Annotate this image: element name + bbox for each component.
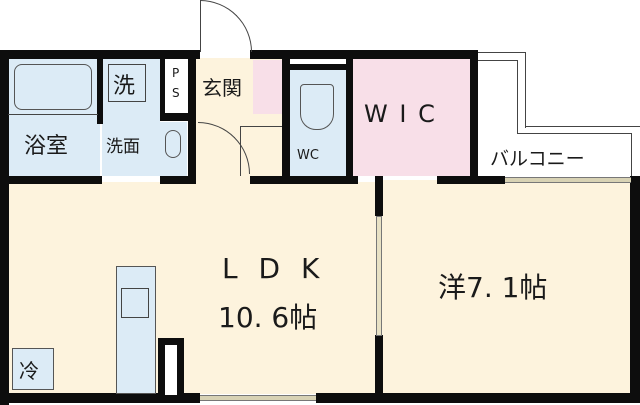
- wall-mid-h2: [160, 176, 196, 184]
- wall-ps-bottom: [160, 113, 194, 121]
- pipe-space-area: [164, 60, 186, 114]
- wall-bottom: [0, 393, 200, 403]
- balcony-label: バルコニー: [490, 148, 585, 170]
- wall-mid-h4: [437, 176, 505, 184]
- balcony-outline-inner-ledge: [518, 133, 632, 178]
- wall-mid-h1: [8, 176, 102, 184]
- wic-area: [352, 58, 470, 176]
- wall-right: [630, 176, 640, 403]
- wall-partition-bottom: [375, 335, 383, 395]
- wall-mid-h3: [250, 176, 358, 184]
- bathtub-icon: [14, 64, 92, 110]
- fridge-label: 冷: [19, 359, 39, 383]
- wall-left: [0, 50, 9, 405]
- ldk-bottom-window: [200, 395, 316, 401]
- wall-entrance-wc: [282, 58, 290, 182]
- wall-top-right: [250, 50, 478, 59]
- pipe-space-s-label: S: [172, 86, 180, 100]
- washroom-area: [102, 58, 160, 176]
- toilet-label: WC: [297, 148, 319, 163]
- pipe-space-p-label: P: [172, 66, 180, 80]
- shoe-closet-area: [253, 60, 283, 114]
- western-room-label: 洋7. 1帖: [438, 271, 548, 304]
- entrance-step: [240, 126, 282, 176]
- washer-box: [108, 64, 146, 102]
- ldk-name-label: L D K: [222, 252, 326, 285]
- wall-partition-top: [375, 176, 383, 216]
- balcony-outline-ledge: [525, 126, 640, 176]
- bathroom-label: 浴室: [24, 134, 69, 159]
- wall-ps-right: [188, 58, 196, 182]
- wall-wic-right: [470, 58, 478, 182]
- washer-label: 洗: [113, 74, 136, 99]
- kitchen-counter: [116, 266, 156, 394]
- bathroom-divider: [8, 114, 98, 115]
- balcony-outline-outer: [476, 52, 526, 128]
- wic-label: W I C: [364, 100, 437, 128]
- washbasin-icon: [165, 130, 181, 158]
- kitchen-stub-inner: [165, 345, 177, 395]
- toilet-icon: [300, 84, 334, 130]
- western-room-area: [380, 180, 632, 394]
- wall-top-left: [0, 50, 200, 59]
- front-door-swing: [200, 0, 252, 52]
- balcony-sliding-window: [505, 177, 631, 183]
- partition-sliding-door: [376, 216, 382, 336]
- ldk-size-label: 10. 6帖: [218, 301, 318, 334]
- washroom-label: 洗面: [106, 137, 140, 157]
- wall-wc-wic: [346, 58, 353, 182]
- wall-bath-wash: [97, 58, 103, 124]
- entrance-label: 玄関: [202, 76, 242, 100]
- wall-ps-left: [160, 58, 165, 118]
- wall-wc-top: [290, 64, 346, 70]
- kitchen-sink-icon: [121, 288, 149, 318]
- ldk-area: [8, 182, 380, 394]
- balcony-outline-inner: [476, 60, 518, 134]
- fridge-box: [12, 348, 54, 390]
- wall-bottom-right: [316, 393, 640, 403]
